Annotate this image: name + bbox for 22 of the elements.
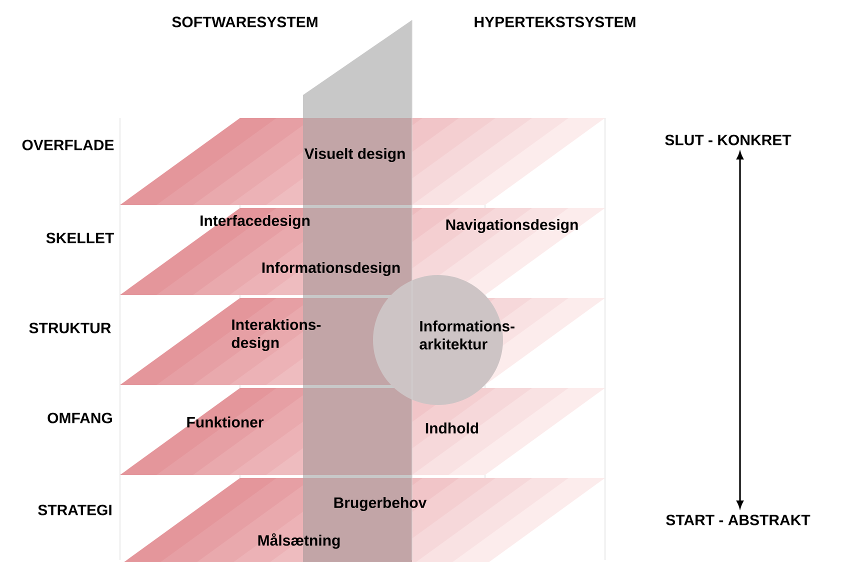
plane-label: Funktioner — [187, 416, 264, 428]
plane-label: Informationsdesign — [262, 262, 400, 276]
system-heading: HYPERTEKSTSYSTEM — [474, 16, 636, 28]
layer-label: STRUKTUR — [29, 322, 111, 334]
plane-label: Målsætning — [258, 533, 340, 549]
system-heading: SOFTWARESYSTEM — [172, 16, 318, 28]
plane — [120, 118, 605, 205]
plane-label: Interfacedesign — [200, 214, 310, 230]
plane — [120, 208, 605, 295]
scale-label: SLUT - KONKRET — [665, 134, 792, 146]
scale-label: START - ABSTRAKT — [666, 514, 810, 526]
plane-label: Visuelt design — [304, 148, 405, 162]
plane-label: Informations- arkitektur — [420, 320, 514, 350]
layer-label: OMFANG — [48, 412, 112, 424]
plane-label: Indhold — [426, 422, 478, 434]
plane-label: Brugerbehov — [334, 496, 427, 512]
plane — [120, 388, 605, 475]
arrow — [736, 152, 744, 508]
layer-label: SKELLET — [46, 232, 114, 244]
layer-label: STRATEGI — [38, 504, 112, 516]
plane-label: Interaktions- design — [232, 318, 321, 352]
plane-label: Navigationsdesign — [446, 218, 578, 234]
